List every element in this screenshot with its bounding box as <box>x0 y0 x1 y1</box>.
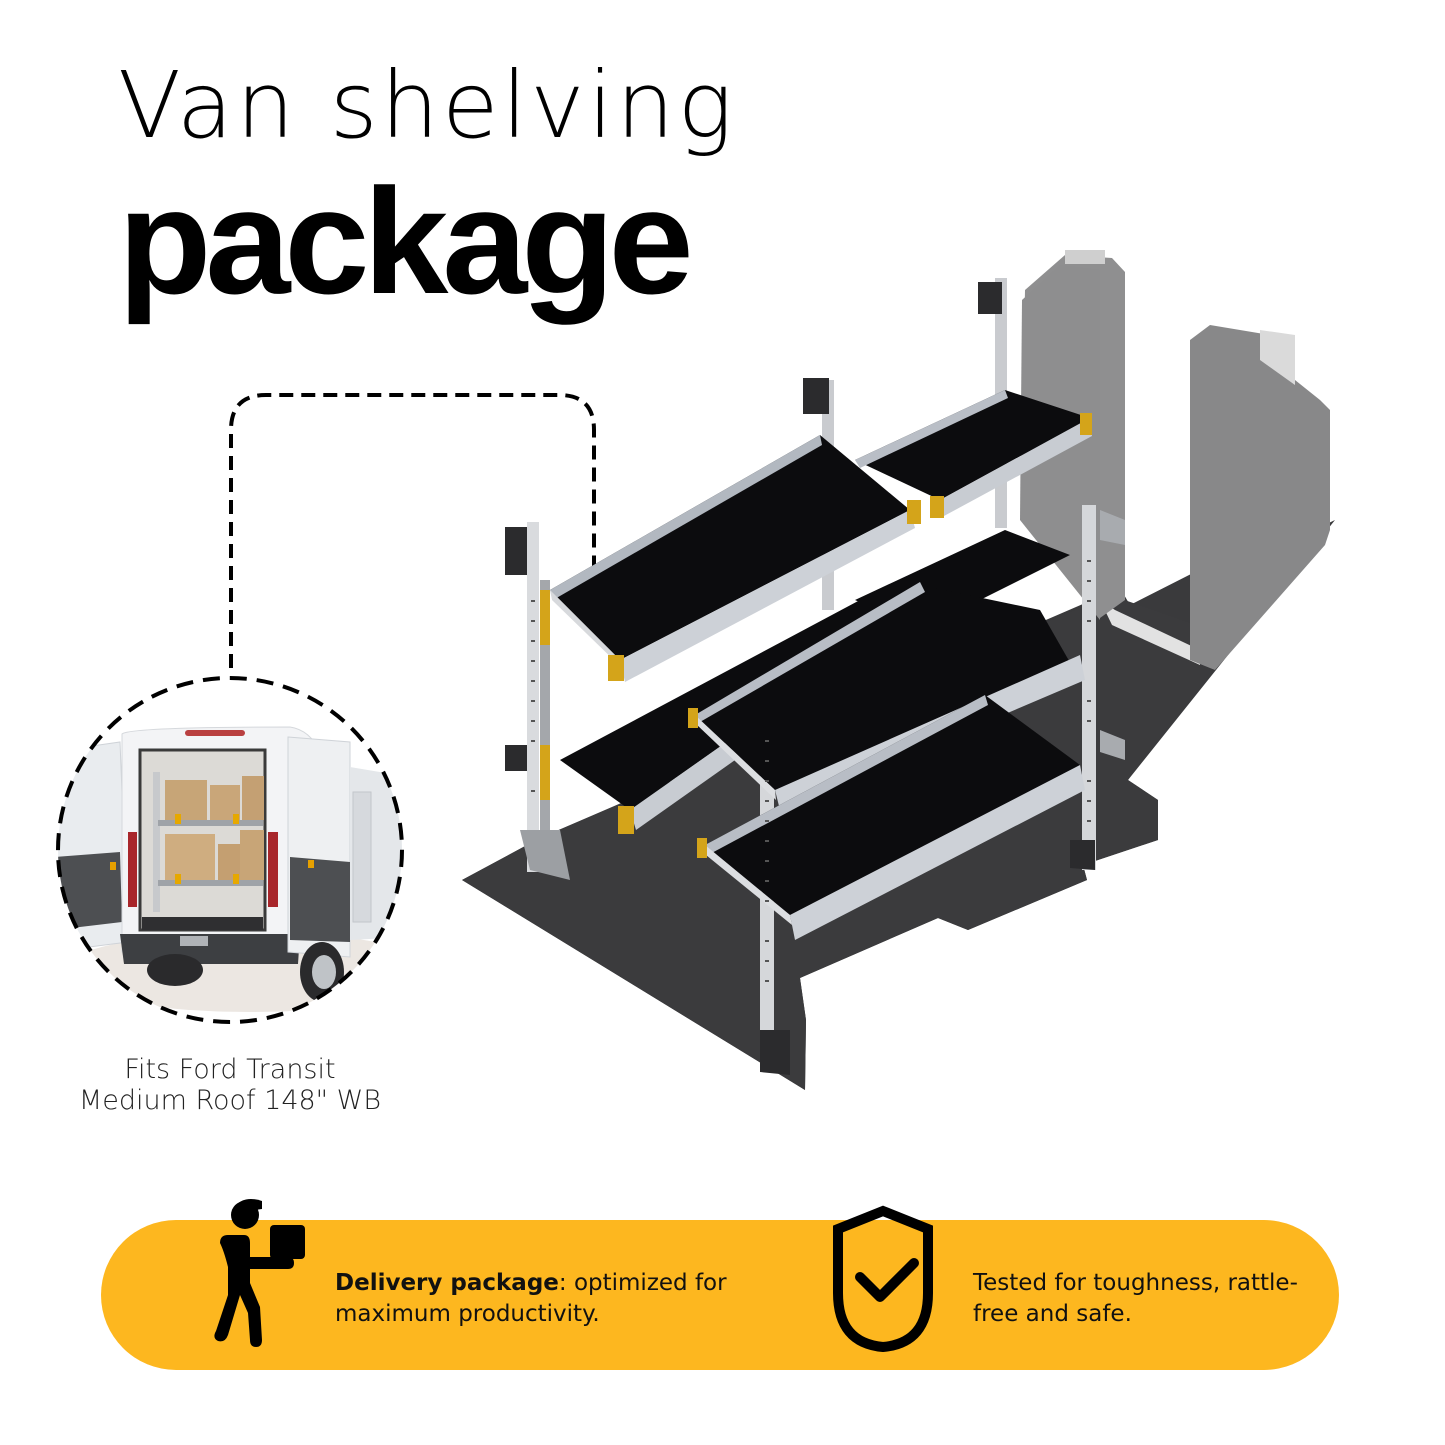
title-line-1: Van shelving <box>118 52 736 159</box>
courier-carrying-box-icon <box>214 1199 305 1347</box>
feature-delivery-desc: : optimized for maximum productivity. <box>335 1270 727 1327</box>
van-inset-image <box>56 676 404 1024</box>
feature-bar <box>101 1220 1339 1370</box>
feature-tested-text: Tested for toughness, rattle-free and sa… <box>973 1270 1298 1327</box>
fitment-caption-line-2: Medium Roof 148" WB <box>78 1085 382 1116</box>
feature-delivery-bold: Delivery package <box>335 1270 559 1296</box>
shelving-render-image <box>462 250 1335 1090</box>
feature-delivery-text: Delivery package: optimized for maximum … <box>335 1268 735 1330</box>
title-line-2: package <box>118 157 694 325</box>
fitment-caption-line-1: Fits Ford Transit <box>124 1054 336 1085</box>
fitment-caption: Fits Ford Transit Medium Roof 148" WB <box>30 1054 430 1116</box>
shield-check-icon <box>833 1205 933 1353</box>
